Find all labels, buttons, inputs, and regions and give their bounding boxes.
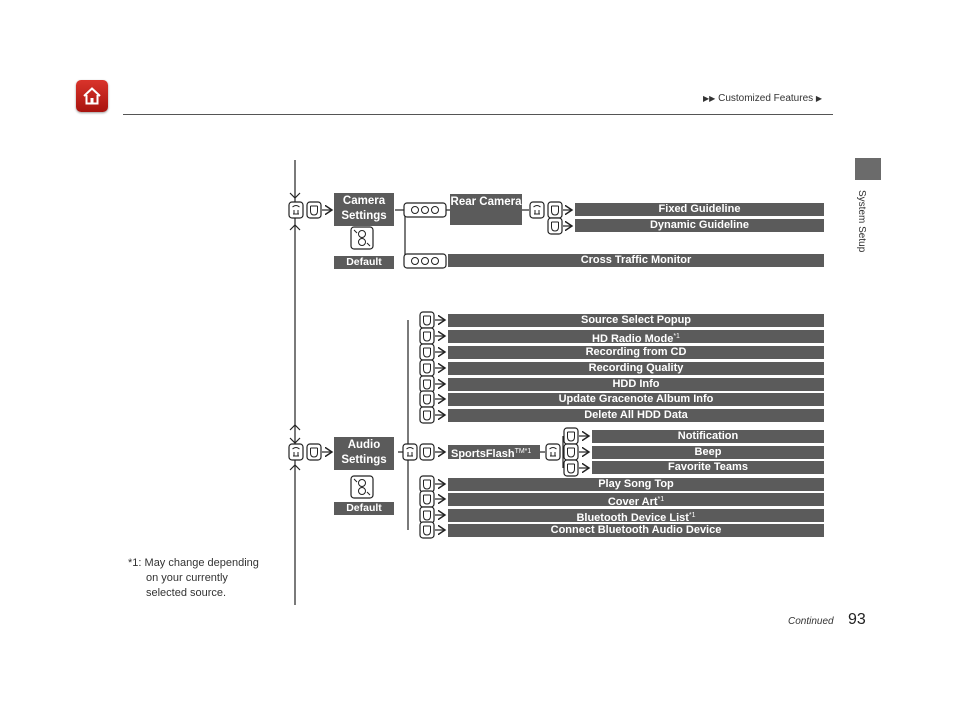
press-icon [563,459,579,477]
sportsflash-note: TM*1 [514,448,532,455]
connect-bluetooth-audio-device-label: Connect Bluetooth Audio Device [550,524,722,536]
knob-icon [402,443,418,461]
favorite-teams-bar[interactable]: Favorite Teams [592,461,824,474]
source-select-popup-bar[interactable]: Source Select Popup [448,314,824,327]
knob-icon [545,443,561,461]
recording-from-cd-label: Recording from CD [585,346,687,358]
cover-art-label: Cover Art [607,496,658,506]
rear-camera-label: Rear Camera [450,196,522,208]
breadcrumb-arrow-icon: ▶▶ [703,94,716,103]
press-icon [419,443,435,461]
press-icon [419,390,435,408]
audio-settings-label: Audio Settings [341,439,387,466]
bluetooth-device-list-label: Bluetooth Device List [576,512,689,522]
recording-from-cd-bar[interactable]: Recording from CD [448,346,824,359]
update-gracenote-album-info-bar[interactable]: Update Gracenote Album Info [448,393,824,406]
cross-traffic-monitor-label: Cross Traffic Monitor [580,254,692,266]
footnote-line: on your currently [146,572,228,584]
notification-bar[interactable]: Notification [592,430,824,443]
source-select-popup-label: Source Select Popup [580,314,692,326]
notification-label: Notification [677,430,739,442]
fixed-guideline-bar[interactable]: Fixed Guideline [575,203,824,216]
hd-radio-mode-label: HD Radio Mode [592,333,674,343]
play-song-top-bar[interactable]: Play Song Top [448,478,824,491]
press-icon [419,475,435,493]
press-icon [563,427,579,445]
breadcrumb[interactable]: ▶▶ Customized Features ▶ [703,93,822,104]
hdd-info-bar[interactable]: HDD Info [448,378,824,391]
fixed-guideline-label: Fixed Guideline [658,203,741,215]
footnote-ref: *1 [673,333,680,340]
beep-label: Beep [694,446,722,458]
breadcrumb-label: Customized Features [718,93,814,104]
home-button[interactable] [76,80,108,112]
continued-label: Continued [788,616,834,627]
camera-default-label: Default [346,256,382,268]
delete-all-hdd-data-label: Delete All HDD Data [584,409,688,421]
camera-settings-box[interactable]: Camera Settings [334,193,394,226]
audio-settings-box[interactable]: Audio Settings [334,437,394,470]
press-icon [419,343,435,361]
footnote-ref: *1 [657,496,665,503]
footnote-ref: *1 [688,512,696,519]
connect-bluetooth-audio-device-bar[interactable]: Connect Bluetooth Audio Device [448,524,824,537]
audio-default-label: Default [346,502,382,514]
play-song-top-label: Play Song Top [598,478,674,490]
breadcrumb-arrow-icon: ▶ [815,94,823,103]
audio-default-box[interactable]: Default [334,502,394,515]
press-icon [419,375,435,393]
cross-traffic-monitor-bar[interactable]: Cross Traffic Monitor [448,254,824,267]
cover-art-bar[interactable]: Cover Art*1 [448,493,824,506]
recording-quality-bar[interactable]: Recording Quality [448,362,824,375]
bluetooth-device-list-bar[interactable]: Bluetooth Device List*1 [448,509,824,522]
hdd-info-label: HDD Info [612,378,660,390]
press-icon [419,406,435,424]
recording-quality-label: Recording Quality [588,362,684,374]
beep-bar[interactable]: Beep [592,446,824,459]
footnote-line: May change depending [144,557,259,569]
press-icon [419,327,435,345]
favorite-teams-label: Favorite Teams [668,461,748,473]
page-number: 93 [848,611,866,628]
press-icon [419,311,435,329]
press-icon [419,359,435,377]
header-divider [123,114,833,115]
update-gracenote-album-info-label: Update Gracenote Album Info [558,393,714,405]
dynamic-guideline-label: Dynamic Guideline [649,219,750,231]
press-icon [563,443,579,461]
footnote: *1: May change depending on your current… [128,556,278,601]
section-tab[interactable] [855,158,881,180]
home-icon [83,87,101,105]
sportsflash-box[interactable]: SportsFlashTM*1 [448,445,540,460]
sportsflash-label: SportsFlash [451,448,515,460]
camera-default-box[interactable]: Default [334,256,394,269]
footnote-marker: *1: [128,557,142,569]
rear-camera-box[interactable]: Rear Camera [450,194,522,225]
delete-all-hdd-data-bar[interactable]: Delete All HDD Data [448,409,824,422]
camera-settings-label: Camera Settings [341,195,387,222]
press-icon [419,490,435,508]
hd-radio-mode-bar[interactable]: HD Radio Mode*1 [448,330,824,343]
dynamic-guideline-bar[interactable]: Dynamic Guideline [575,219,824,232]
press-icon [419,521,435,539]
press-icon [419,506,435,524]
footnote-line: selected source. [146,587,227,599]
